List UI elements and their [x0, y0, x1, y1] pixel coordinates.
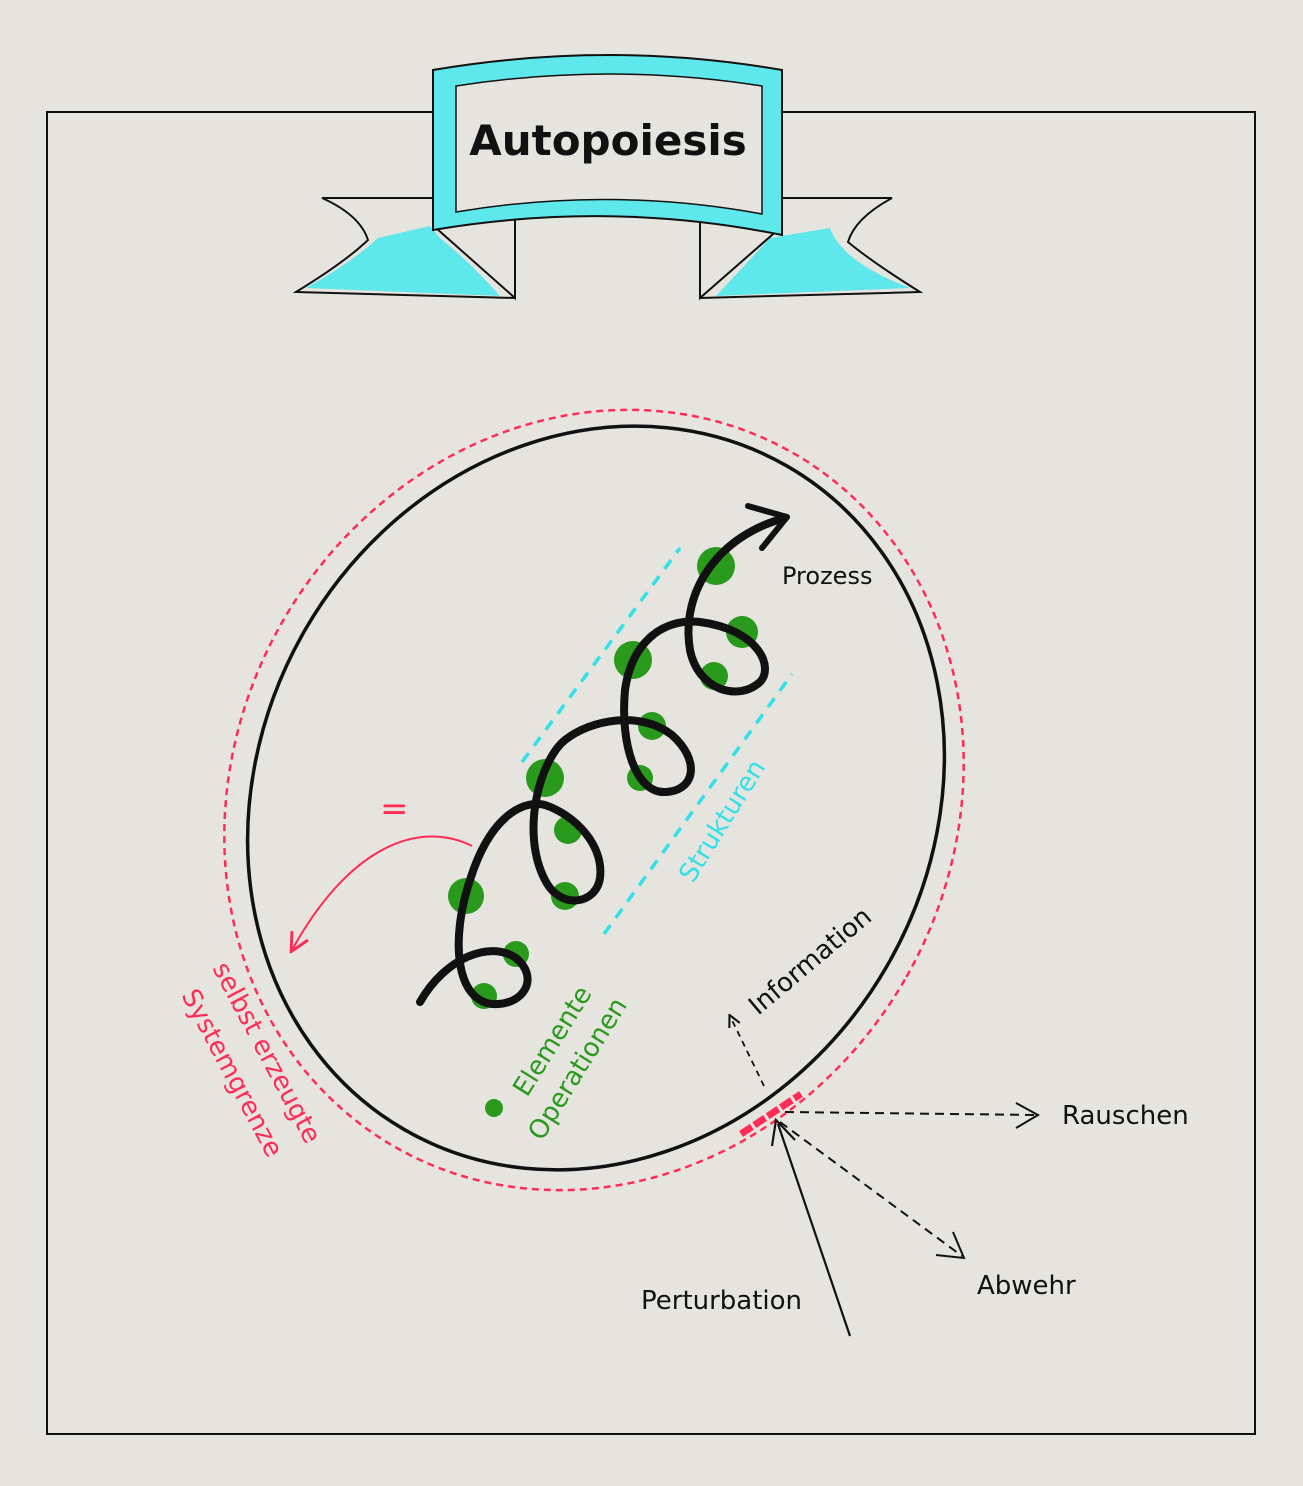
perturbation-arrow — [776, 1123, 852, 1337]
structure-line-lower — [602, 672, 794, 936]
elements-group — [448, 547, 758, 1009]
structure-line-upper — [520, 546, 682, 764]
perturbation-arrowhead — [770, 1117, 796, 1147]
page-title: Autopoiesis — [469, 116, 747, 165]
ribbon-right-tail-accent — [716, 228, 910, 296]
ribbon-left-tail-accent — [306, 226, 500, 296]
process-label: Prozess — [782, 562, 872, 590]
equals-sign: = — [380, 789, 409, 829]
title-ribbon: Autopoiesis — [292, 54, 924, 301]
boundary-label: selbst erzeugte Systemgrenze — [175, 957, 327, 1162]
perturbation-label: Perturbation — [641, 1286, 802, 1316]
rauschen-label: Rauschen — [1062, 1101, 1189, 1131]
ribbon-inner-panel — [455, 73, 763, 215]
legend-dot — [485, 1099, 503, 1117]
abwehr-label: Abwehr — [977, 1271, 1076, 1301]
equals-arrow — [292, 835, 473, 950]
process-arrowhead — [745, 503, 790, 551]
process-spiral — [416, 514, 789, 1009]
perturbation-impact — [739, 1091, 803, 1137]
rauschen-arrowhead — [1015, 1102, 1041, 1129]
rauschen-arrow — [784, 1111, 1039, 1116]
system-boundary — [245, 424, 947, 1172]
abwehr-arrow — [779, 1121, 963, 1257]
self-generated-boundary — [223, 408, 965, 1192]
information-label: Information — [743, 902, 878, 1022]
abwehr-arrowhead — [935, 1231, 966, 1260]
information-arrow — [730, 1016, 765, 1087]
